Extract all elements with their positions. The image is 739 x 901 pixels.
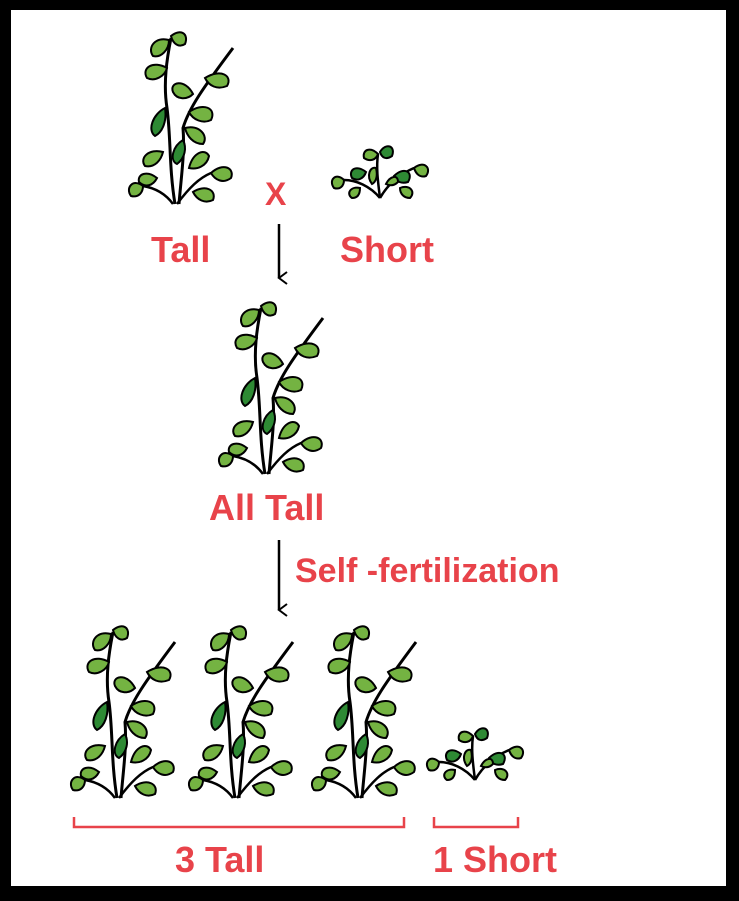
process-label: Self -fertilization (295, 552, 560, 590)
f2-tall-plant-2-icon (187, 624, 295, 800)
f2-tall-count-label: 3 Tall (175, 839, 265, 880)
f1-label: All Tall (209, 487, 325, 528)
self-fertilization-arrow-icon (277, 540, 288, 617)
diagram-frame: X Tall Short All Tall Self -fertilizatio… (11, 10, 726, 886)
tall-parent-label: Tall (151, 229, 211, 270)
down-arrow-icon (277, 224, 288, 285)
short-parent-label: Short (340, 229, 434, 270)
short-group-bracket (432, 817, 520, 829)
f2-short-count-label: 1 Short (433, 839, 558, 880)
short-parent-plant-icon (330, 144, 430, 200)
tall-group-bracket (72, 817, 406, 829)
cross-symbol: X (265, 176, 287, 212)
f2-tall-plant-3-icon (310, 624, 418, 800)
f2-tall-plant-1-icon (69, 624, 177, 800)
f2-short-plant-icon (425, 726, 525, 782)
f1-tall-plant-icon (217, 300, 325, 476)
tall-parent-plant-icon (127, 30, 235, 206)
